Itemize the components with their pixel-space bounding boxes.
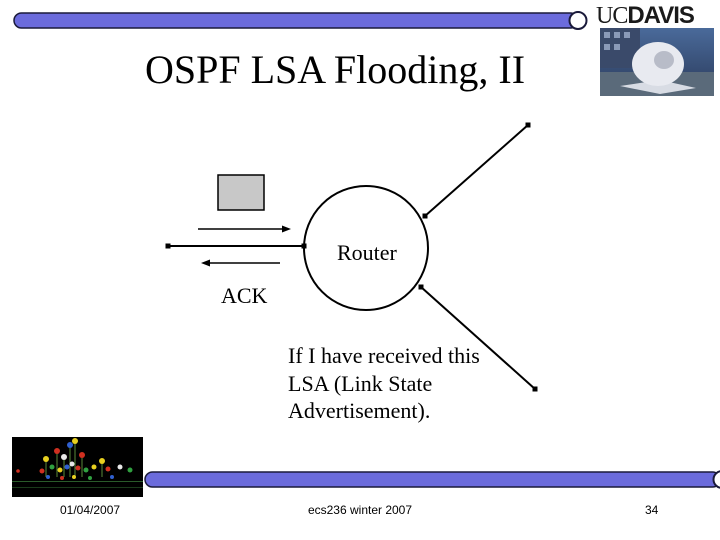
logo-davis-text: DAVIS (627, 2, 695, 29)
link-upper-right (424, 124, 529, 217)
campus-photo (600, 28, 714, 96)
link-left-router-endpoint (301, 243, 307, 249)
footer-date: 01/04/2007 (60, 503, 121, 517)
ack-arrowhead (201, 259, 210, 267)
link-lower-right (420, 286, 536, 390)
router-label: Router (337, 240, 397, 265)
link-upper-right-router-endpoint (422, 213, 428, 219)
link-upper-right-endpoint (525, 122, 531, 128)
lsa-arrowhead (282, 225, 291, 233)
link-lower-right-endpoint (532, 386, 538, 392)
link-left-endpoint (165, 243, 171, 249)
ucdavis-logo: UCDAVIS (596, 2, 720, 30)
top-accent-bar (13, 11, 588, 30)
dots-artwork (12, 437, 143, 497)
ospf-diagram (165, 122, 538, 392)
link-lower-right-router-endpoint (418, 284, 424, 290)
logo-uc-text: UC (596, 3, 628, 29)
slide-title: OSPF LSA Flooding, II (144, 47, 526, 92)
lsa-packet-box (217, 174, 265, 211)
footer-course: ecs236 winter 2007 (307, 503, 413, 517)
footer-page-number: 34 (645, 503, 659, 517)
bottom-accent-bar (144, 470, 720, 489)
lsa-note: If I have received this LSA (Link State … (288, 343, 480, 423)
ack-label: ACK (221, 283, 268, 308)
